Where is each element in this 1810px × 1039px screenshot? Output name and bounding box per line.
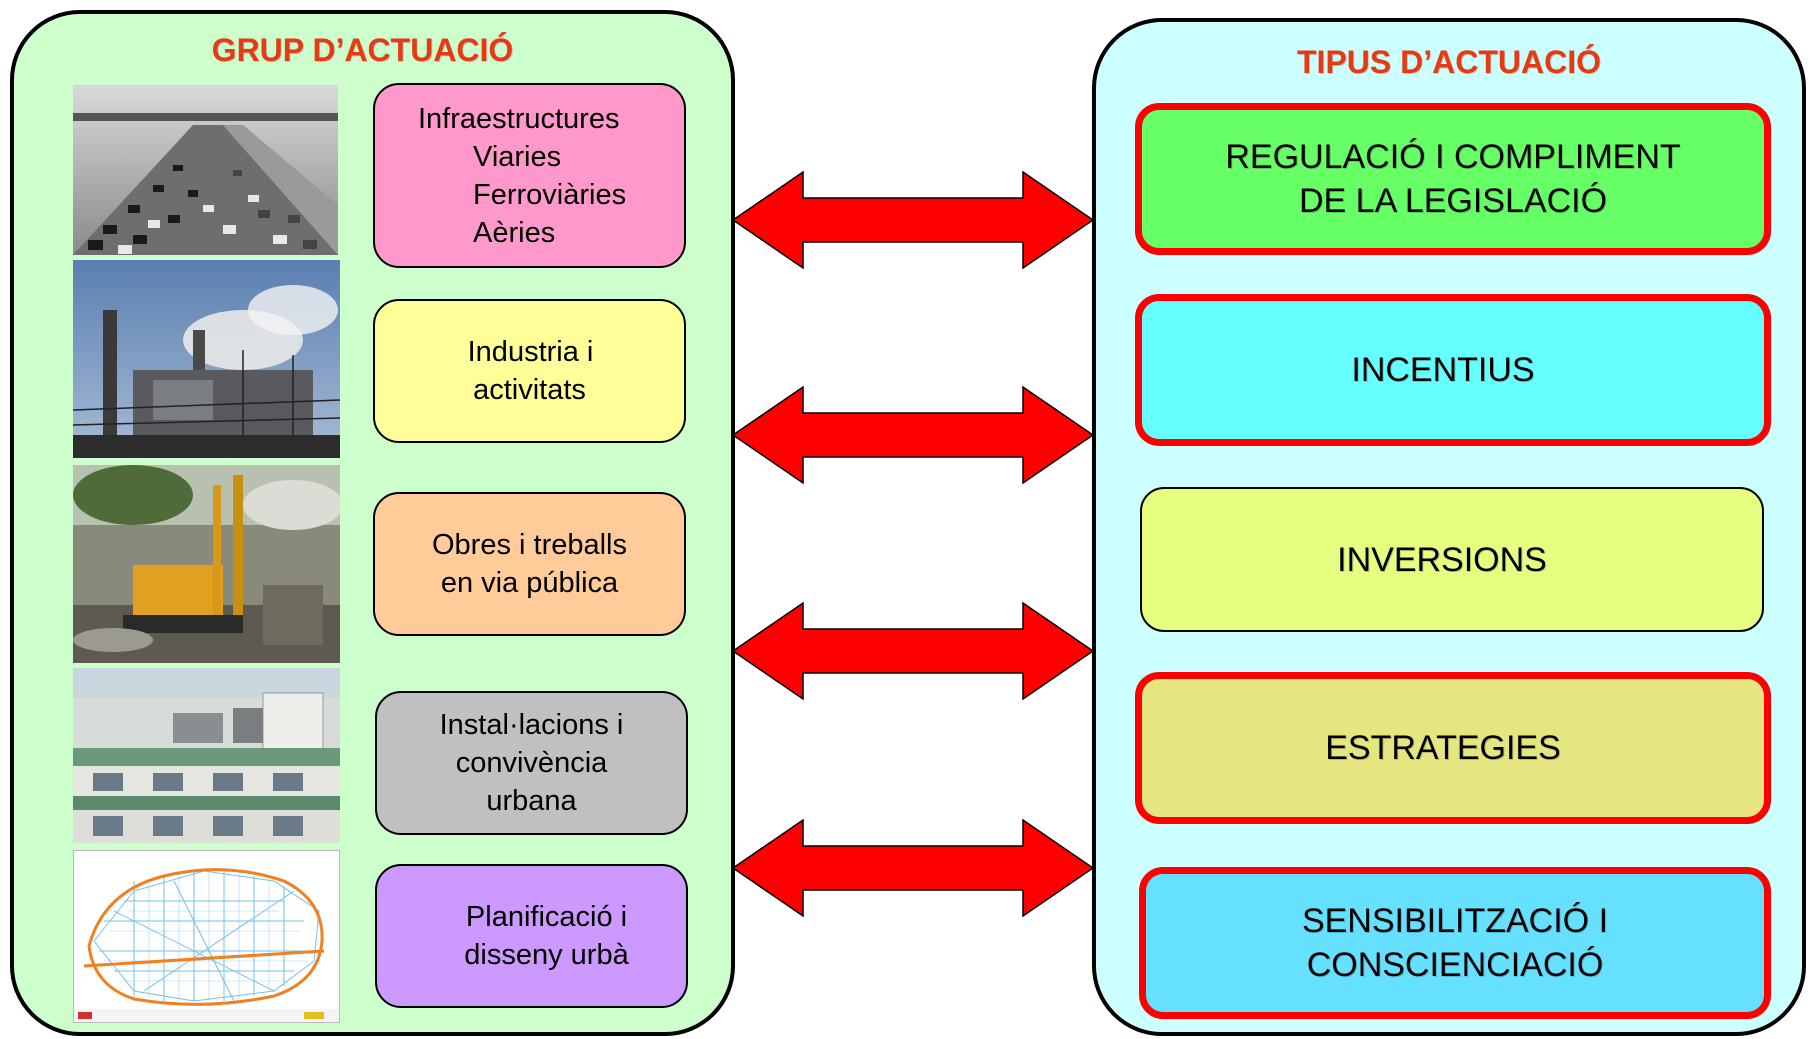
- group-label: urbana: [486, 785, 577, 817]
- type-label: CONSCIENCIACIÓ: [1306, 946, 1604, 984]
- type-box-investments: INVERSIONS: [1140, 487, 1764, 632]
- group-sublabel: Aèries: [473, 216, 556, 249]
- double-arrow-connector: [733, 170, 1093, 270]
- group-box-installations: Instal·lacions i convivència urbana: [375, 691, 688, 835]
- construction-site-photo: [73, 465, 340, 663]
- group-sublabel: Ferroviàries: [473, 178, 627, 211]
- group-panel-title: GRUP D’ACTUACIÓ: [211, 32, 514, 68]
- type-label: SENSIBILITZACIÓ I: [1301, 902, 1609, 940]
- city-street-map: [73, 850, 340, 1023]
- double-arrow-connector: [733, 818, 1093, 918]
- group-box-industry: Industria i activitats: [373, 299, 686, 443]
- type-box-regulation: REGULACIÓ I COMPLIMENT DE LA LEGISLACIÓ: [1135, 103, 1771, 255]
- type-label: INCENTIUS: [1351, 351, 1535, 389]
- type-box-strategies: ESTRATEGIES: [1135, 672, 1771, 824]
- group-box-planning: Planificació i disseny urbà: [375, 864, 688, 1008]
- group-label: Planificació i: [465, 901, 628, 933]
- group-label: Instal·lacions i: [439, 709, 624, 741]
- group-sublabel: Viaries: [473, 140, 562, 173]
- type-panel-title: TIPUS D’ACTUACIÓ: [1297, 44, 1601, 80]
- type-label: INVERSIONS: [1337, 540, 1547, 579]
- group-box-public-works: Obres i treballs en via pública: [373, 492, 686, 636]
- group-label: Obres i treballs: [431, 529, 627, 561]
- double-arrow-connector: [733, 601, 1093, 701]
- type-label: DE LA LEGISLACIÓ: [1298, 182, 1608, 220]
- double-arrow-connector: [733, 385, 1093, 485]
- highway-traffic-photo: [73, 85, 338, 255]
- group-label: disseny urbà: [464, 939, 629, 971]
- industrial-plant-photo: [73, 260, 340, 458]
- type-box-awareness: SENSIBILITZACIÓ I CONSCIENCIACIÓ: [1139, 867, 1771, 1019]
- group-label: activitats: [473, 374, 586, 406]
- type-box-incentives: INCENTIUS: [1135, 294, 1771, 446]
- type-label: ESTRATEGIES: [1325, 729, 1561, 767]
- group-label: en via pública: [440, 567, 619, 599]
- group-label: Infraestructures: [418, 102, 620, 135]
- rooftop-installations-photo: [73, 668, 340, 843]
- group-label: convivència: [455, 747, 608, 779]
- group-label: Industria i: [467, 336, 594, 368]
- group-box-infrastructures: Infraestructures Viaries Ferroviàries Aè…: [373, 83, 686, 268]
- type-label: REGULACIÓ I COMPLIMENT: [1225, 138, 1681, 176]
